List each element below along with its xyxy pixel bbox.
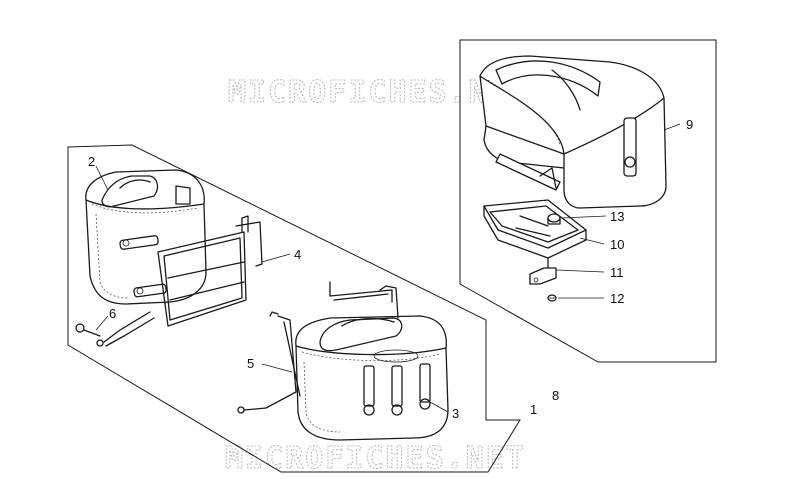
bolt	[75, 323, 101, 337]
top-rack-frame	[483, 199, 587, 259]
screw	[547, 294, 557, 302]
leader-11	[555, 269, 605, 273]
leader-2	[95, 165, 109, 191]
callout-10: 10	[610, 237, 624, 252]
left-rack-frame	[96, 215, 263, 347]
top-case-bag	[479, 55, 667, 209]
leader-13	[561, 215, 607, 219]
callout-8: 8	[552, 388, 559, 403]
leader-5	[261, 363, 293, 373]
left-side-bag	[85, 169, 207, 305]
side-case-kit-frame	[67, 144, 521, 473]
callout-2: 2	[88, 154, 95, 169]
callout-11: 11	[610, 265, 624, 280]
callout-3: 3	[452, 406, 459, 421]
top-case-knob	[547, 213, 561, 225]
leader-4	[261, 253, 291, 263]
callout-9: 9	[686, 117, 693, 132]
callout-1: 1	[530, 402, 537, 417]
callout-13: 13	[610, 209, 624, 224]
right-rack-frame	[237, 281, 399, 414]
leader-9	[663, 123, 681, 131]
leader-3	[429, 401, 449, 413]
leader-6	[95, 315, 109, 331]
right-side-bag	[295, 315, 449, 441]
watermark-top: MICROFICHES.NET	[228, 75, 529, 110]
callout-6: 6	[109, 306, 116, 321]
top-case-kit-frame	[459, 39, 717, 363]
callout-4: 4	[294, 247, 301, 262]
leader-10	[579, 237, 605, 245]
bracket	[529, 257, 557, 285]
callout-12: 12	[610, 291, 624, 306]
callout-5: 5	[247, 356, 254, 371]
watermark-bottom: MICROFICHES.NET	[225, 441, 526, 476]
